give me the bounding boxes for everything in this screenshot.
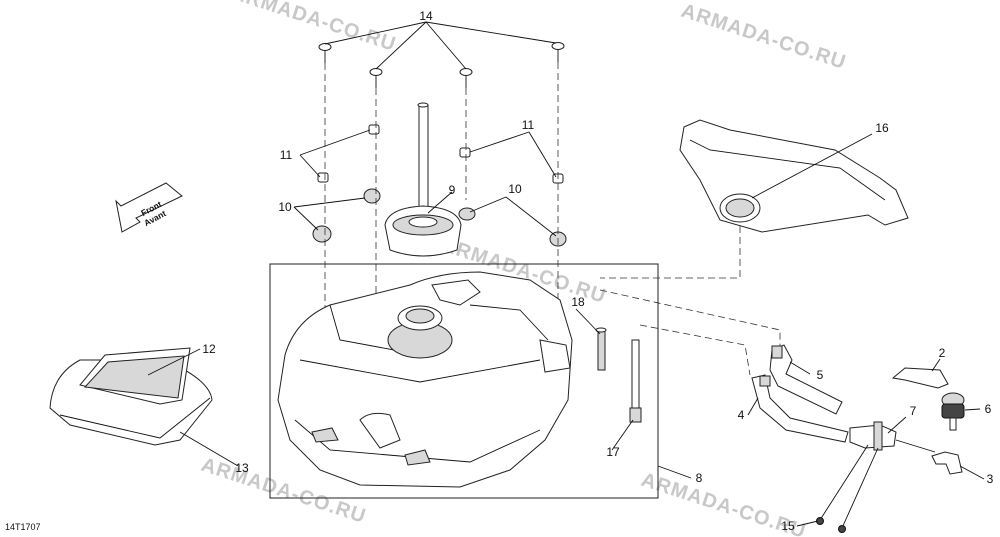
pickup-tube-18 bbox=[595, 327, 607, 371]
callout-13: 13 bbox=[235, 461, 249, 475]
pickup-tube-17 bbox=[629, 339, 642, 423]
callout-14: 14 bbox=[419, 9, 433, 23]
hoses-4-5 bbox=[751, 344, 849, 443]
screws-14 bbox=[318, 42, 565, 88]
front-direction-arrow: Front Avant bbox=[115, 182, 183, 233]
tray-12-13 bbox=[49, 347, 213, 446]
valve-7 bbox=[819, 421, 936, 529]
filter-6 bbox=[941, 392, 965, 431]
watermark: ARMADA-CO.RU bbox=[678, 0, 848, 74]
callout-18: 18 bbox=[571, 295, 585, 309]
callout-6: 6 bbox=[985, 402, 992, 416]
screw-icon bbox=[318, 43, 332, 63]
fuel-tank-8 bbox=[277, 271, 573, 488]
callout-8: 8 bbox=[696, 471, 703, 485]
tank-assembly-frame bbox=[269, 263, 659, 499]
screw-icon bbox=[838, 525, 846, 533]
screw-icon bbox=[459, 68, 473, 88]
watermark: ARMADA-CO.RU bbox=[228, 0, 398, 56]
screws-15 bbox=[816, 517, 846, 533]
filler-cap-9 bbox=[384, 102, 462, 257]
screw-icon bbox=[369, 68, 383, 88]
callout-4: 4 bbox=[738, 408, 745, 422]
drawing-code: 14T1707 bbox=[5, 522, 41, 532]
hose-3 bbox=[931, 451, 963, 475]
callout-16: 16 bbox=[875, 121, 889, 135]
callouts: 14 11 11 10 10 9 16 12 13 18 17 8 5 4 2 … bbox=[202, 9, 993, 533]
callout-15: 15 bbox=[781, 519, 795, 533]
callout-2: 2 bbox=[939, 346, 946, 360]
callout-5: 5 bbox=[817, 368, 824, 382]
spacers-11 bbox=[317, 124, 564, 184]
callout-3: 3 bbox=[987, 472, 994, 486]
callout-11-right: 11 bbox=[522, 118, 535, 132]
callout-12: 12 bbox=[202, 342, 216, 356]
screw-icon bbox=[551, 42, 565, 62]
callout-11-left: 11 bbox=[280, 148, 293, 162]
callout-10-right: 10 bbox=[508, 182, 522, 196]
callout-7: 7 bbox=[910, 404, 917, 418]
callout-10-left: 10 bbox=[278, 200, 292, 214]
callout-17: 17 bbox=[606, 445, 620, 459]
leader-lines bbox=[147, 21, 985, 527]
hose-2 bbox=[891, 367, 949, 389]
callout-9: 9 bbox=[449, 183, 456, 197]
